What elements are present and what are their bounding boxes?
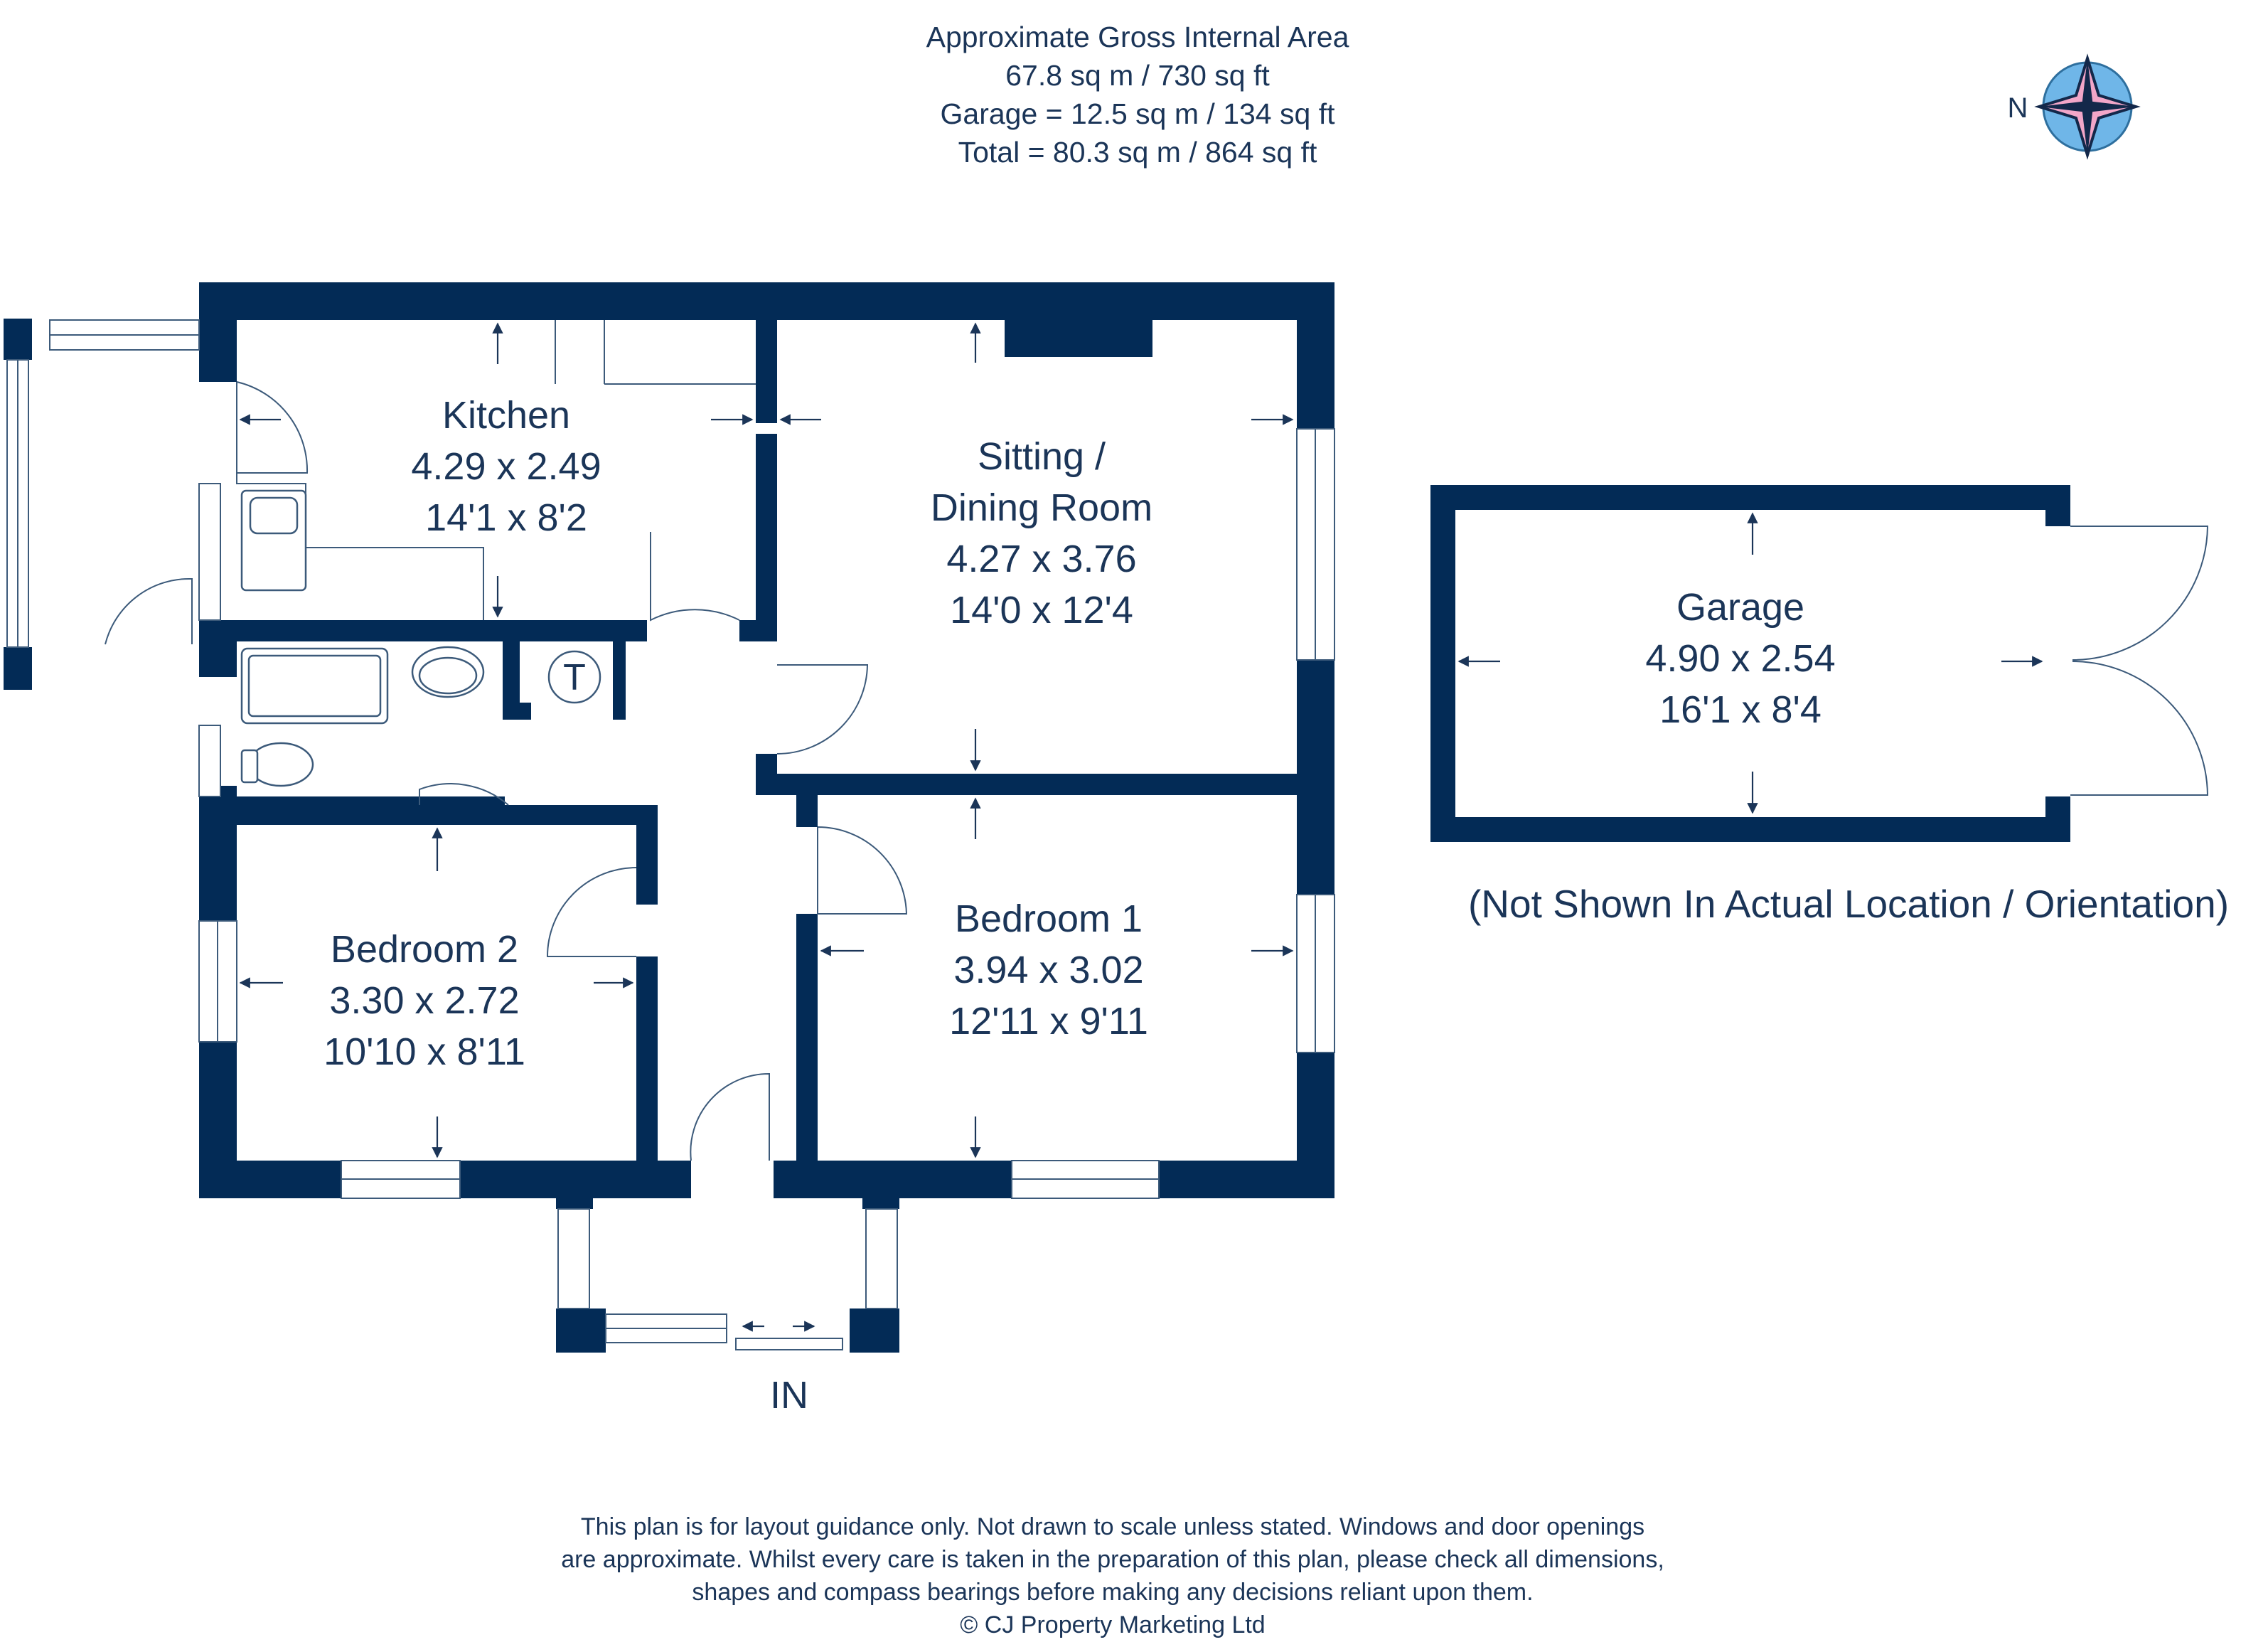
area-garage: Garage = 12.5 sq m / 134 sq ft [941,97,1336,130]
room-imperial: 12'11 x 9'11 [949,1000,1148,1043]
toilet-icon [247,742,314,787]
window-kitchen-west [198,483,221,621]
boiler-tank-icon [547,650,601,704]
door-kitchen [650,532,740,622]
disclaimer: This plan is for layout guidance only. N… [561,1513,1664,1638]
garage-door-top [2070,526,2209,661]
room-metric: 3.94 x 3.02 [953,949,1143,991]
room-name: Kitchen [442,394,570,437]
door-bedroom2 [546,867,637,957]
fixtures: T [240,489,601,787]
disclaimer-line-2: are approximate. Whilst every care is ta… [561,1546,1664,1573]
area-summary: Approximate Gross Internal Area 67.8 sq … [926,21,1349,169]
room-bedroom-2: Bedroom 2 3.30 x 2.72 10'10 x 8'11 [323,928,525,1073]
door-kitchen-back [236,381,309,474]
room-name: Bedroom 2 [331,928,518,971]
dimension-arrows [239,322,1294,1332]
window-wc [198,725,221,797]
garage-door-bottom [2070,661,2209,796]
door-front [690,1072,770,1161]
garage-name: Garage [1676,586,1804,629]
compass-icon: N [2008,53,2141,160]
garage-note: (Not Shown In Actual Location / Orientat… [1468,882,2229,926]
garage: Garage 4.90 x 2.54 16'1 x 8'4 [1430,485,2209,842]
room-bedroom-1: Bedroom 1 3.94 x 3.02 12'11 x 9'11 [949,897,1148,1043]
windows [6,319,1335,1350]
room-metric: 4.29 x 2.49 [411,445,601,488]
porch-sliding-door [735,1338,843,1350]
disclaimer-line-1: This plan is for layout guidance only. N… [581,1513,1644,1540]
window-porch-east [865,1208,898,1309]
room-imperial: 14'1 x 8'2 [425,496,587,539]
garage-metric: 4.90 x 2.54 [1645,637,1835,680]
room-imperial: 10'10 x 8'11 [323,1030,525,1073]
room-metric: 3.30 x 2.72 [329,979,519,1022]
door-leanto [105,577,193,645]
room-name: Bedroom 1 [955,897,1143,940]
area-main: 67.8 sq m / 730 sq ft [1005,59,1270,92]
room-imperial: 14'0 x 12'4 [950,589,1133,631]
door-bathroom [419,783,509,806]
window-porch-west [557,1208,590,1309]
walls [4,282,1334,1353]
entrance-label: IN [770,1374,808,1417]
disclaimer-line-3: shapes and compass bearings before makin… [692,1579,1533,1606]
area-title: Approximate Gross Internal Area [926,21,1349,53]
area-total: Total = 80.3 sq m / 864 sq ft [958,136,1317,169]
compass-north-label: N [2008,92,2028,124]
door-bedroom1 [817,826,908,915]
tank-label: T [563,657,586,698]
room-kitchen: Kitchen 4.29 x 2.49 14'1 x 8'2 [411,394,601,539]
door-sitting [776,664,869,755]
doors [105,320,908,1161]
room-name-line1: Sitting / [978,435,1106,478]
compass-cross [2039,101,2136,112]
room-metric: 4.27 x 3.76 [946,538,1136,580]
copyright: © CJ Property Marketing Ltd [960,1611,1265,1638]
room-sitting-dining: Sitting / Dining Room 4.27 x 3.76 14'0 x… [931,435,1152,631]
garage-imperial: 16'1 x 8'4 [1659,688,1822,731]
room-name-line2: Dining Room [931,486,1152,529]
